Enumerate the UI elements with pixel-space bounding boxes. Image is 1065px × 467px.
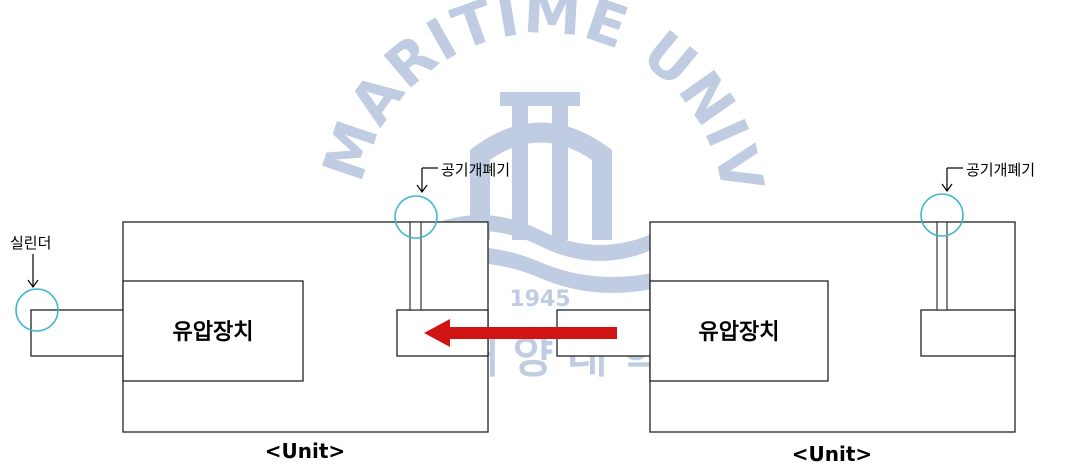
- left-vent-highlight-circle: [394, 195, 438, 239]
- right-unit-label: <Unit>: [792, 442, 872, 466]
- watermark-year: 1945: [509, 287, 570, 312]
- right-vent-pointer-icon: [941, 167, 963, 193]
- left-cylinder-rod: [30, 309, 125, 357]
- left-vent-pipe: [409, 221, 422, 311]
- watermark-university-text: KOREA MARITIME UNIVERSITY: [0, 0, 777, 207]
- right-vent-pipe: [936, 221, 948, 311]
- right-vent-label: 공기개폐기: [966, 161, 1035, 179]
- left-cylinder-pointer-icon: [27, 254, 39, 289]
- left-hydraulic-device: [122, 280, 304, 382]
- arrow-left-icon: [424, 319, 617, 347]
- left-vent-label: 공기개폐기: [441, 161, 510, 179]
- right-hydraulic-device: [649, 280, 829, 382]
- left-unit-label: <Unit>: [265, 439, 345, 463]
- left-hydraulic-device-label: 유압장치: [173, 320, 254, 345]
- right-vent-highlight-circle: [920, 193, 964, 237]
- right-inner-cylinder: [920, 309, 1016, 357]
- left-unit: 유압장치 실린더 공기개폐기 <Unit>: [10, 161, 510, 463]
- right-unit: 유압장치 공기개폐기 <Unit>: [556, 161, 1035, 466]
- right-hydraulic-device-label: 유압장치: [699, 320, 780, 345]
- left-cylinder-label: 실린더: [10, 234, 51, 252]
- left-vent-pointer-icon: [416, 167, 438, 194]
- left-cylinder-highlight-circle: [15, 288, 59, 332]
